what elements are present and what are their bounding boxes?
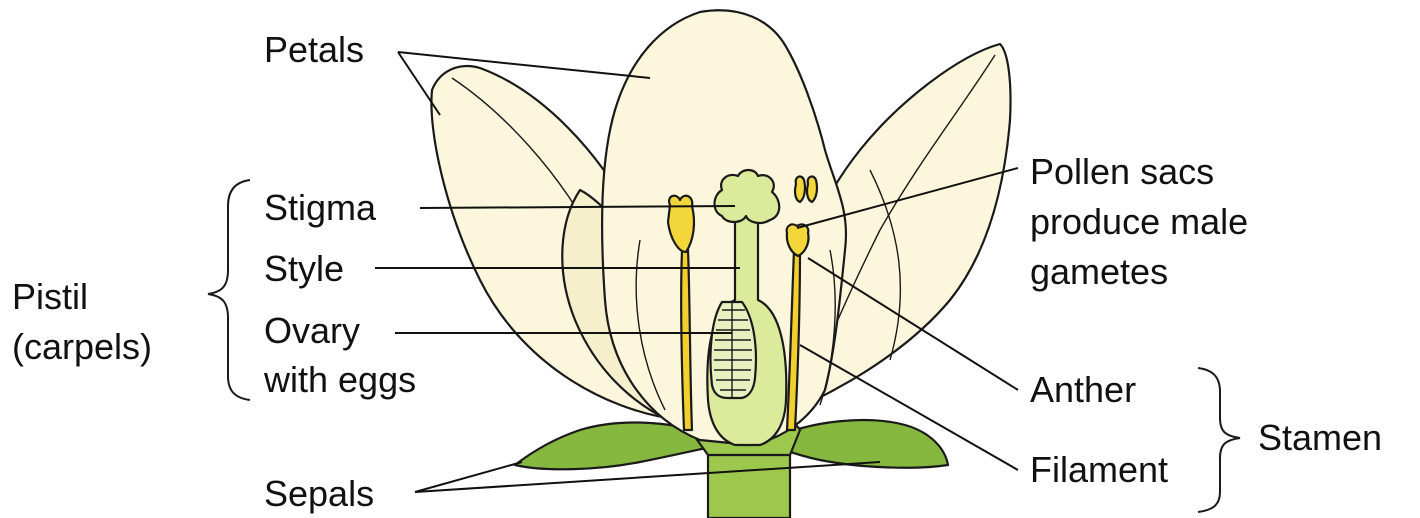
label-sepals: Sepals (264, 473, 374, 514)
label-style: Style (264, 248, 344, 289)
label-pollen-line2: produce male (1030, 201, 1248, 242)
label-ovary-line2: with eggs (263, 359, 416, 400)
label-pistil-line2: (carpels) (12, 326, 152, 367)
label-anther: Anther (1030, 369, 1136, 410)
label-pollen-line1: Pollen sacs (1030, 151, 1214, 192)
stamen-brace (1198, 368, 1240, 512)
anther-back-1 (795, 177, 805, 202)
label-petals: Petals (264, 29, 364, 70)
leader-sepals-b (415, 462, 880, 492)
label-ovary-line1: Ovary (264, 310, 360, 351)
label-pollen-line3: gametes (1030, 251, 1168, 292)
pistil-brace (208, 180, 250, 400)
leader-petals-a (398, 52, 650, 78)
label-stamen: Stamen (1258, 417, 1382, 458)
anther-back-2 (807, 177, 817, 202)
label-stigma: Stigma (264, 187, 377, 228)
leader-petals-b (398, 52, 440, 115)
stigma-lobes (715, 170, 780, 223)
label-filament: Filament (1030, 449, 1168, 490)
label-pistil-line1: Pistil (12, 276, 88, 317)
flower-illustration (431, 10, 1010, 518)
leader-sepals-a (415, 462, 522, 492)
